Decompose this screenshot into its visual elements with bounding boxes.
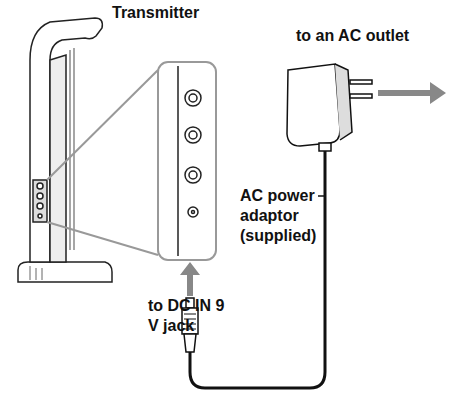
part-name: AC power adaptor (supplied) <box>240 186 320 246</box>
ac-adaptor-drawing <box>287 64 372 151</box>
transmitter-drawing <box>18 18 112 282</box>
leader-line <box>318 195 325 197</box>
dc-plug-cable <box>182 150 325 388</box>
callout-label: to an AC outlet <box>296 26 466 46</box>
jack-panel-inset <box>47 62 216 260</box>
outlet-arrow <box>378 82 446 104</box>
part-name: Transmitter <box>112 3 242 23</box>
insert-arrow <box>180 262 200 296</box>
jack-label: to DC IN 9 V jack <box>148 296 232 336</box>
